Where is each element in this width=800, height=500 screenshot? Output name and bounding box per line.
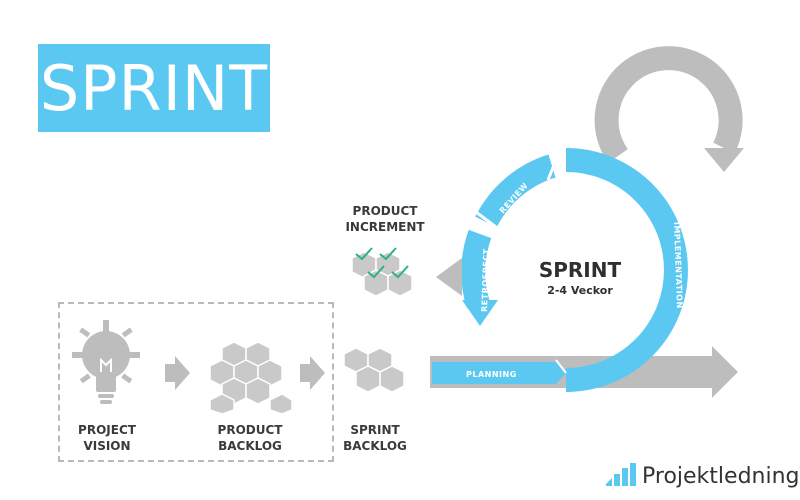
lightbulb-icon bbox=[72, 320, 140, 404]
arrow-to-increment-icon bbox=[436, 258, 462, 296]
phase-retrospect-label: RETROSPECT bbox=[480, 248, 491, 312]
product-backlog-label: PRODUCT BACKLOG bbox=[217, 423, 283, 453]
brand-logo: Projektledning bbox=[606, 462, 800, 490]
checkmark-icon bbox=[355, 247, 409, 279]
title-banner: SPRINT bbox=[38, 44, 270, 132]
project-vision-label: PROJECT VISION bbox=[78, 423, 136, 453]
repeat-loop-arrow-icon bbox=[594, 46, 744, 172]
product-backlog-cubes-icon bbox=[209, 341, 293, 415]
page-title: SPRINT bbox=[39, 51, 269, 125]
bar-chart-icon bbox=[606, 463, 636, 486]
sprint-duration: 2-4 Veckor bbox=[547, 284, 613, 297]
sprint-backlog-cubes-icon bbox=[343, 347, 405, 393]
phase-implementation-label: IMPLEMENTATION bbox=[672, 222, 684, 309]
product-increment-label: PRODUCT INCREMENT bbox=[345, 204, 425, 234]
arrow-right-icon bbox=[165, 356, 190, 390]
arrow-right-icon bbox=[300, 356, 325, 390]
phase-planning-label: PLANNING bbox=[466, 370, 517, 379]
scope-dashed-box bbox=[58, 302, 334, 462]
sprint-backlog-label: SPRINT BACKLOG bbox=[343, 423, 407, 453]
sprint-cycle-title: SPRINT bbox=[538, 258, 622, 282]
planning-bar bbox=[432, 359, 567, 384]
brand-name: Projektledning bbox=[642, 463, 800, 489]
product-increment-cubes-icon bbox=[351, 247, 413, 297]
sprint-cycle-ring bbox=[461, 148, 688, 392]
